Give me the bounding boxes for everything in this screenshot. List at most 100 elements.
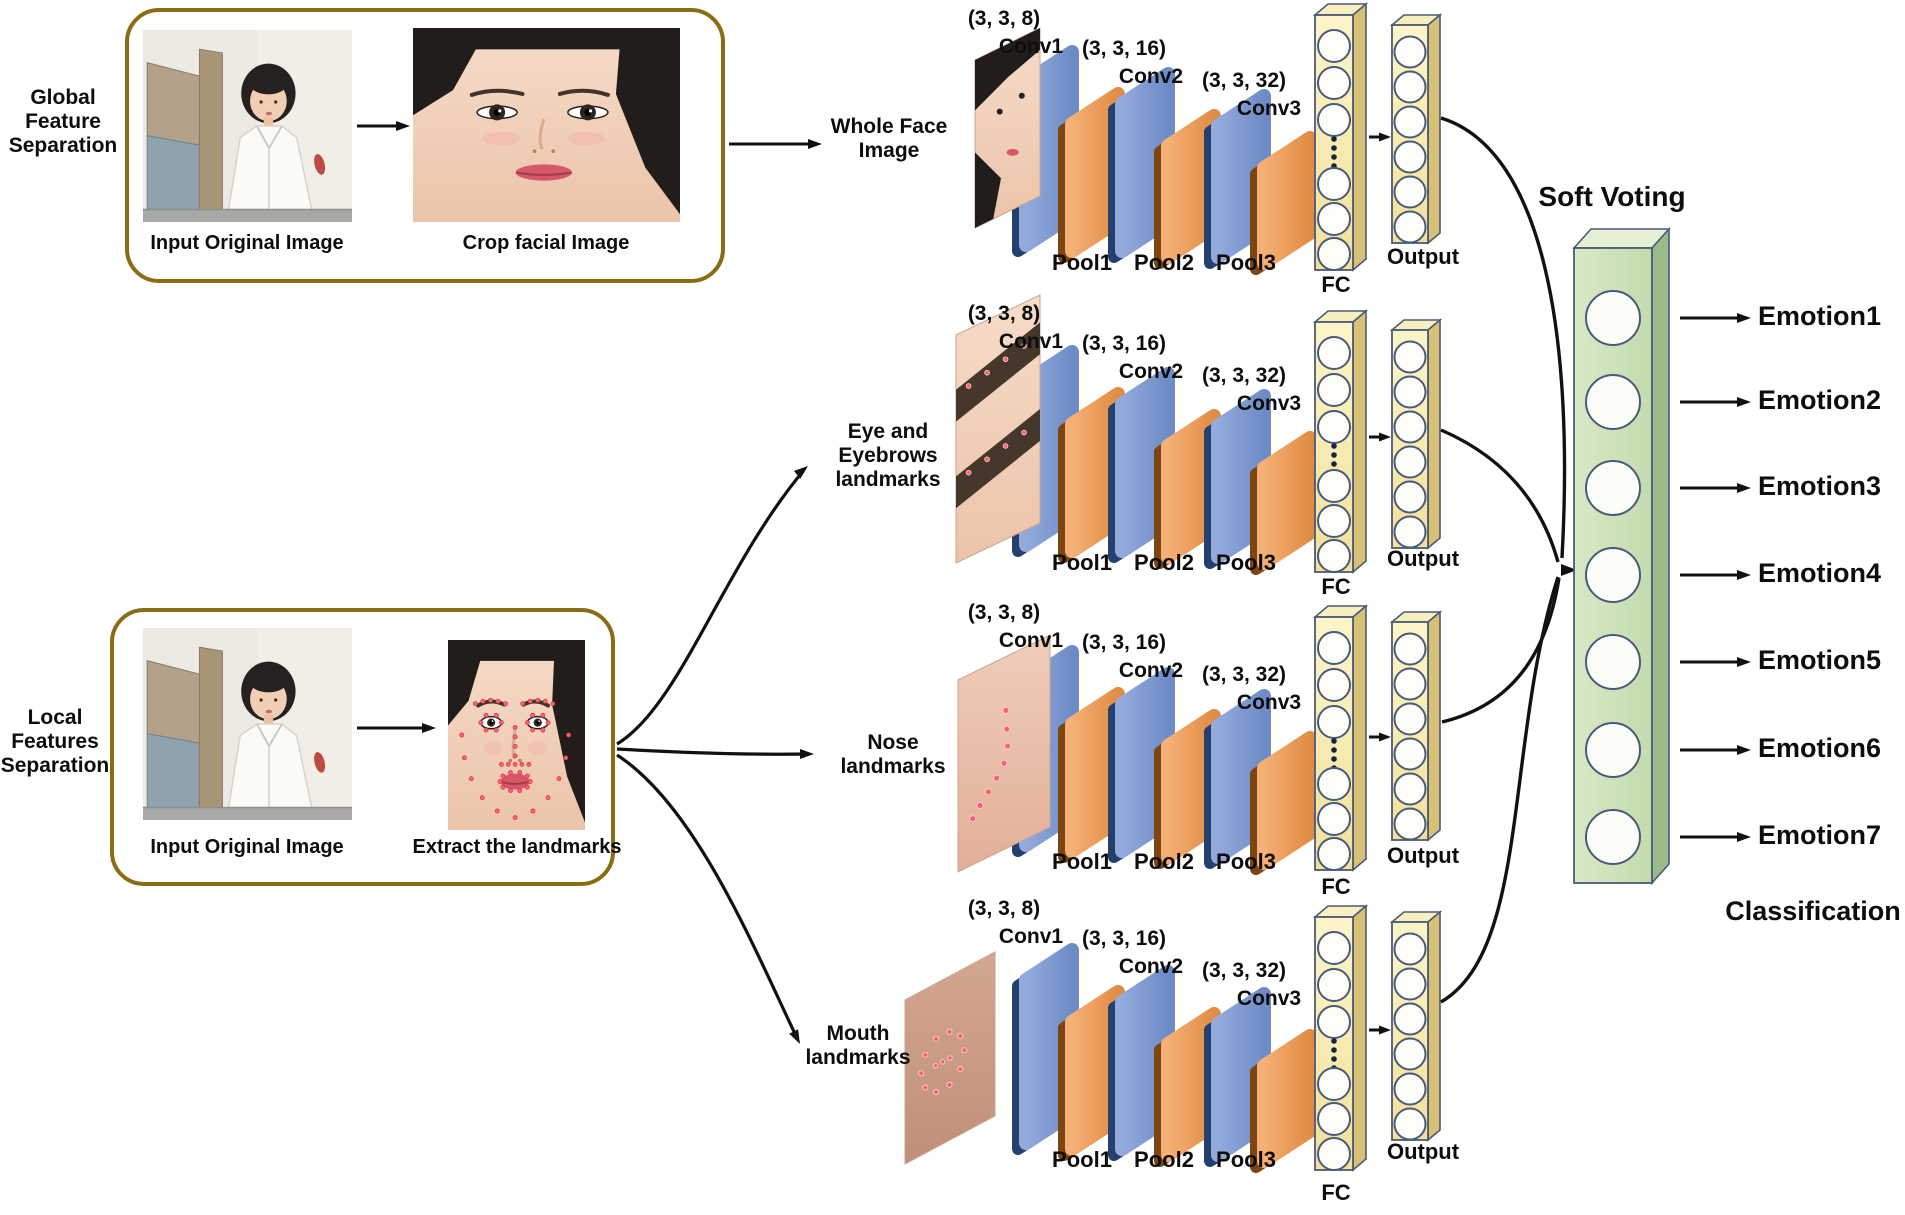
shape	[143, 209, 352, 222]
ellipsis-dot	[1331, 136, 1337, 142]
node-circle	[1317, 968, 1351, 1002]
pool3-face	[1257, 731, 1317, 870]
node-circle	[1393, 1107, 1427, 1141]
node-circle	[1585, 634, 1641, 690]
connector-curve	[616, 753, 799, 1039]
landmark-dot	[519, 762, 525, 767]
landmark-dot	[520, 701, 526, 707]
global-section-label: Global Feature Separation	[8, 86, 118, 157]
conv-label: Conv1	[998, 925, 1064, 948]
landmark-dot	[527, 779, 533, 784]
node-circle	[1393, 702, 1427, 736]
arrow-head	[396, 121, 410, 131]
photo-person	[143, 30, 352, 222]
arrow-head	[1561, 564, 1577, 576]
landmark-dot	[984, 456, 990, 463]
landmark-dot	[508, 770, 513, 775]
landmark-dot	[517, 788, 523, 793]
conv-spec-label: (3, 3, 8)	[967, 302, 1041, 325]
landmark-dot	[479, 795, 485, 801]
landmark-dot	[512, 815, 518, 821]
node-circle	[1393, 480, 1427, 514]
shape	[956, 409, 1040, 509]
landmark-dot	[480, 698, 486, 704]
branch-input-label: Eye and Eyebrows landmarks	[835, 420, 941, 491]
landmark-dot	[508, 788, 513, 793]
node-circle	[1393, 772, 1427, 806]
landmark-dot	[542, 698, 548, 704]
shape	[975, 28, 1040, 111]
arrow-head	[1737, 397, 1751, 407]
shape	[538, 118, 546, 151]
conv-spec-label: (3, 3, 8)	[967, 601, 1041, 624]
shape	[615, 28, 680, 215]
branch-input-label: Nose landmarks	[840, 731, 946, 778]
emotion-label: Emotion6	[1758, 733, 1882, 763]
shape	[314, 154, 326, 175]
input-original-caption: Input Original Image	[150, 232, 344, 254]
landmark-dot	[1002, 443, 1009, 449]
landmark-dot	[1000, 759, 1008, 767]
fc-label: FC	[1321, 272, 1351, 297]
shape	[515, 171, 573, 176]
landmark-dot	[494, 808, 500, 814]
shape	[557, 88, 610, 97]
fc-column-side	[1352, 2, 1367, 272]
landmark-dot	[512, 744, 518, 749]
shape	[483, 741, 503, 755]
landmark-dot	[545, 720, 551, 726]
landmark-dot	[1021, 343, 1027, 349]
node-circle	[1393, 35, 1427, 69]
landmark-dot	[940, 1059, 946, 1065]
landmark-dot	[512, 725, 518, 730]
shape	[274, 698, 278, 702]
shape	[532, 149, 537, 153]
shape	[413, 28, 488, 116]
landmark-dot	[499, 720, 504, 726]
shape	[265, 111, 273, 116]
landmark-dot	[512, 734, 518, 740]
shape	[521, 699, 551, 708]
landmark-dot	[517, 770, 523, 775]
landmark-dot	[525, 720, 530, 726]
landmark-dot	[932, 1063, 939, 1069]
node-circle	[1393, 967, 1427, 1001]
shape	[1006, 148, 1019, 156]
node-circle	[1393, 340, 1427, 374]
node-circle	[1317, 1005, 1351, 1039]
landmark-dot	[493, 727, 499, 733]
connector-curve	[1440, 116, 1567, 559]
classification-label: Classification	[1725, 896, 1901, 926]
emotion-label: Emotion7	[1758, 820, 1882, 850]
node-circle	[1317, 1137, 1351, 1171]
landmark-dot	[545, 795, 551, 801]
conv-label: Conv3	[1236, 97, 1302, 120]
shape	[491, 720, 494, 722]
pool3-face	[1257, 131, 1317, 270]
node-circle	[1317, 237, 1351, 271]
fc-label: FC	[1321, 1180, 1351, 1205]
shape	[469, 88, 525, 97]
input-plane-nose	[957, 634, 1051, 873]
landmark-dot	[483, 712, 489, 718]
conv-spec-label: (3, 3, 32)	[1201, 364, 1287, 387]
node-circle	[1317, 410, 1351, 444]
landmark-dot	[493, 712, 499, 718]
landmark-dot	[957, 1065, 964, 1072]
connector-curve	[616, 747, 809, 756]
emotion-label: Emotion4	[1758, 558, 1882, 588]
node-circle	[1393, 737, 1427, 771]
branch-input-label: Mouth landmarks	[805, 1022, 911, 1069]
node-circle	[1585, 809, 1641, 865]
shape	[249, 71, 288, 95]
fc-column-side	[1352, 904, 1367, 1172]
shape	[996, 108, 1003, 115]
node-circle	[1317, 802, 1351, 836]
shape	[263, 714, 274, 726]
landmark-dot	[922, 1084, 929, 1091]
fc-column-side	[1352, 309, 1367, 574]
connector-curve	[1440, 428, 1560, 563]
ellipsis-dot	[1331, 154, 1337, 160]
shape	[518, 758, 522, 763]
